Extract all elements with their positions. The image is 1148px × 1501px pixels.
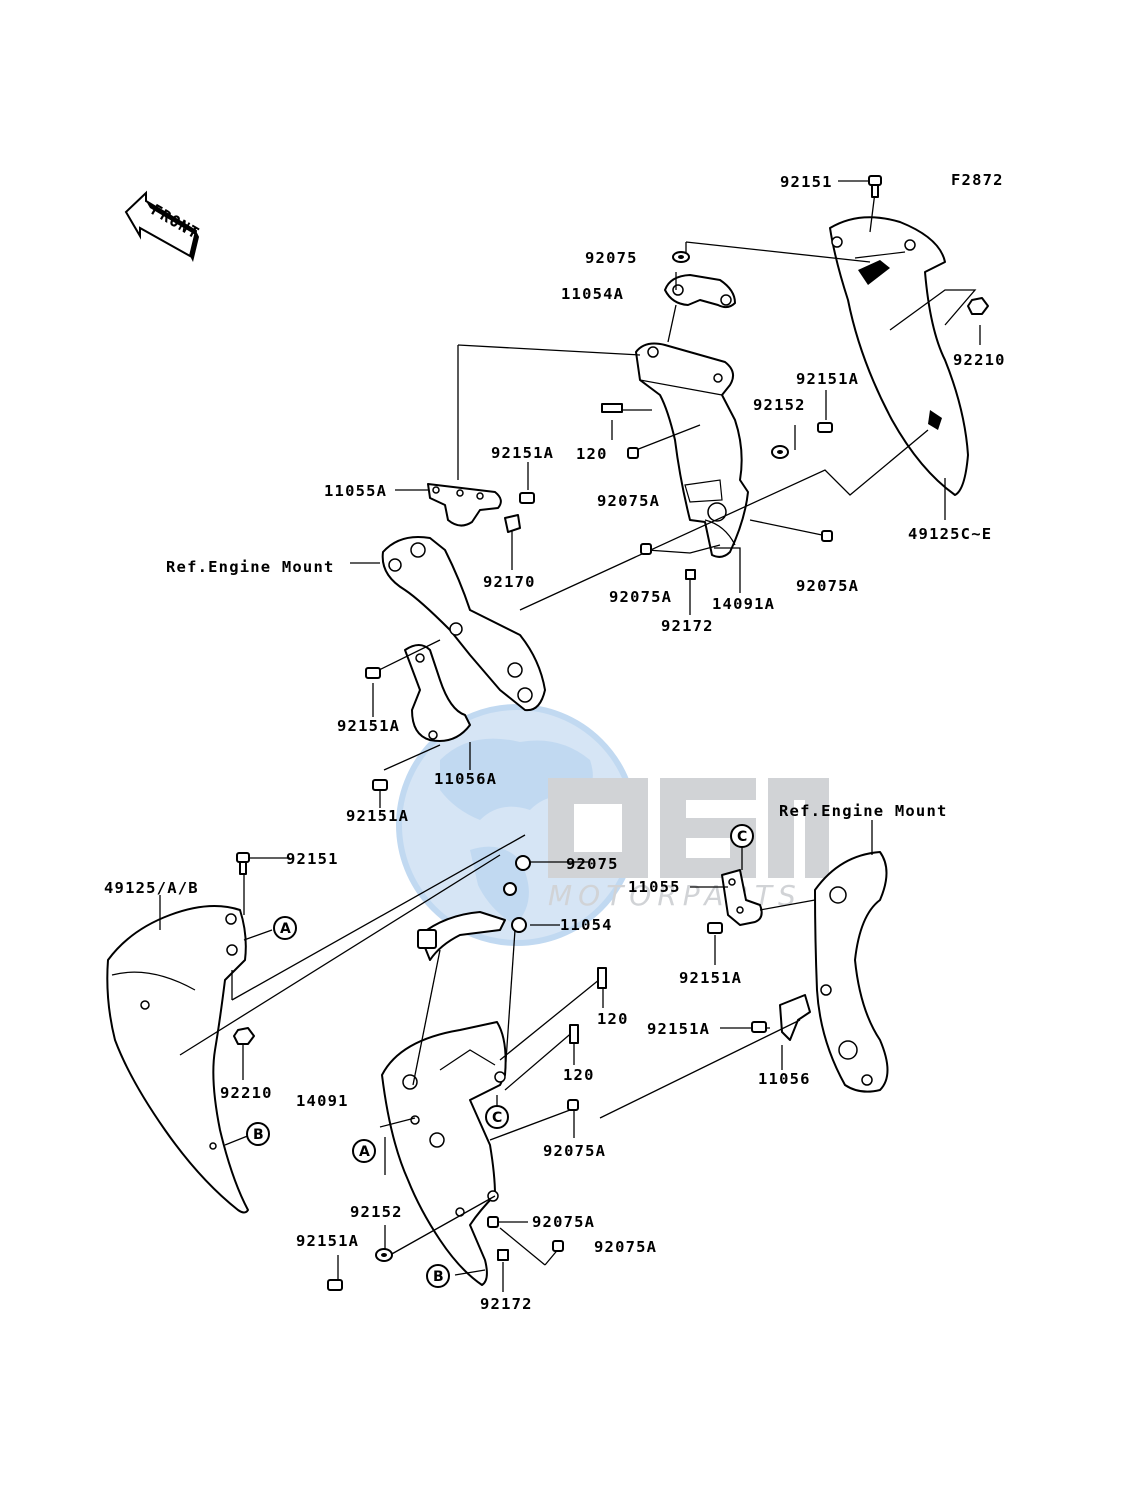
inner-panel-upper bbox=[635, 342, 749, 558]
front-arrow-icon: FRONT bbox=[124, 190, 203, 262]
nut-92210-top-icon bbox=[967, 297, 989, 315]
bracket-11056a bbox=[404, 644, 471, 742]
svg-text:C: C bbox=[492, 1110, 502, 1126]
bolt-92151a-m2-icon bbox=[751, 1021, 767, 1033]
label-92210-top: 92210 bbox=[953, 351, 1006, 369]
bolt-92151a-u-icon bbox=[519, 492, 535, 504]
label-120-m1: 120 bbox=[597, 1010, 629, 1028]
rivet-92075a-e-icon bbox=[487, 1216, 499, 1228]
bolt-92151a-r1-icon bbox=[817, 422, 833, 433]
ref-b-lower: B bbox=[426, 1264, 450, 1288]
svg-text:B: B bbox=[253, 1127, 264, 1143]
ref-c-upper: C bbox=[730, 824, 754, 848]
ref-c-lower: C bbox=[485, 1105, 509, 1129]
label-92151a-m2: 92151A bbox=[647, 1020, 710, 1038]
label-92152-bot: 92152 bbox=[350, 1203, 403, 1221]
watermark: MOTORPARTS bbox=[396, 704, 829, 946]
label-92151a-l1: 92151A bbox=[337, 717, 400, 735]
washer-92152-top-icon bbox=[771, 445, 789, 459]
label-92151a-r1: 92151A bbox=[796, 370, 859, 388]
bracket-11054 bbox=[417, 855, 531, 961]
label-11056: 11056 bbox=[758, 1070, 811, 1088]
bolt-120-m1-icon bbox=[597, 967, 607, 989]
label-14091: 14091 bbox=[296, 1092, 349, 1110]
label-11054a: 11054A bbox=[561, 285, 624, 303]
ref-b-upper: B bbox=[246, 1122, 270, 1146]
label-92075a-a: 92075A bbox=[597, 492, 660, 510]
bolt-120-m2-icon bbox=[569, 1024, 579, 1044]
rivet-92075a-d-icon bbox=[567, 1099, 579, 1111]
bolt-92151-top-icon bbox=[868, 175, 882, 198]
label-11055: 11055 bbox=[628, 878, 681, 896]
bolt-92151a-bot-icon bbox=[327, 1279, 343, 1291]
bolt-92151-bot-icon bbox=[236, 852, 250, 875]
label-92151-bot: 92151 bbox=[286, 850, 339, 868]
rivet-92075a-a-icon bbox=[627, 447, 639, 459]
label-ref-engine-mount-top: Ref.Engine Mount bbox=[166, 558, 335, 576]
label-92172-top: 92172 bbox=[661, 617, 714, 635]
bolt-92151a-l2-icon bbox=[372, 779, 388, 791]
rivet-92075a-c-icon bbox=[821, 530, 833, 542]
fasteners bbox=[233, 175, 989, 1291]
bracket-11056 bbox=[779, 994, 811, 1041]
nut-92210-bot-icon bbox=[233, 1027, 255, 1045]
label-120-m2: 120 bbox=[563, 1066, 595, 1084]
label-92152-top: 92152 bbox=[753, 396, 806, 414]
label-92075a-b: 92075A bbox=[609, 588, 672, 606]
part-labels: F2872 92151 92075 11054A 92210 92151A 92… bbox=[104, 171, 1006, 1313]
ref-a-upper: A bbox=[273, 916, 297, 940]
bolt-92151a-m-icon bbox=[707, 922, 723, 934]
rivet-92075a-f-icon bbox=[552, 1240, 564, 1252]
label-92075a-f: 92075A bbox=[594, 1238, 657, 1256]
stay-11055 bbox=[721, 869, 763, 926]
clip-92172-top-icon bbox=[685, 569, 696, 580]
label-92170: 92170 bbox=[483, 573, 536, 591]
svg-text:A: A bbox=[359, 1144, 370, 1160]
engine-mount-bracket-lower bbox=[814, 851, 889, 1093]
stay-11055a bbox=[427, 483, 502, 527]
label-92075a-e: 92075A bbox=[532, 1213, 595, 1231]
reference-markers: A B C C A B bbox=[246, 824, 754, 1288]
fairing-panel-left bbox=[106, 905, 249, 1214]
label-92075a-c: 92075A bbox=[796, 577, 859, 595]
inner-panel-lower bbox=[381, 1021, 507, 1286]
label-92151a-bot: 92151A bbox=[296, 1232, 359, 1250]
leader-lines bbox=[159, 180, 981, 1292]
label-11056a: 11056A bbox=[434, 770, 497, 788]
figure-code: F2872 bbox=[951, 171, 1004, 189]
label-ref-engine-mount-bottom: Ref.Engine Mount bbox=[779, 802, 948, 820]
label-49125ab: 49125/A/B bbox=[104, 879, 199, 897]
label-11054: 11054 bbox=[560, 916, 613, 934]
clip-92172-bot-icon bbox=[497, 1249, 509, 1261]
label-92075-mid: 92075 bbox=[566, 855, 619, 873]
label-92075a-d: 92075A bbox=[543, 1142, 606, 1160]
bolt-120-top-icon bbox=[601, 403, 623, 413]
engine-mount-bracket-upper bbox=[381, 536, 546, 712]
rivet-92075a-b-icon bbox=[640, 543, 652, 555]
washer-92152-bot-icon bbox=[375, 1248, 393, 1262]
bracket-11054a bbox=[664, 274, 736, 309]
label-14091a: 14091A bbox=[712, 595, 775, 613]
label-92151a-u: 92151A bbox=[491, 444, 554, 462]
label-92151-top: 92151 bbox=[780, 173, 833, 191]
label-92151a-m: 92151A bbox=[679, 969, 742, 987]
label-11055a: 11055A bbox=[324, 482, 387, 500]
ref-a-lower: A bbox=[352, 1139, 376, 1163]
label-92210-bot: 92210 bbox=[220, 1084, 273, 1102]
label-92075-top: 92075 bbox=[585, 249, 638, 267]
label-120-top: 120 bbox=[576, 445, 608, 463]
label-92172-bot: 92172 bbox=[480, 1295, 533, 1313]
washer-92075-top-icon bbox=[672, 251, 690, 263]
bolt-92151a-l1-icon bbox=[365, 667, 381, 679]
fairing-panel-right bbox=[829, 216, 969, 496]
label-92151a-l2: 92151A bbox=[346, 807, 409, 825]
label-49125ce: 49125C~E bbox=[908, 525, 992, 543]
svg-text:B: B bbox=[433, 1269, 444, 1285]
svg-text:C: C bbox=[737, 829, 747, 845]
svg-text:A: A bbox=[280, 921, 291, 937]
clip-92170-icon bbox=[504, 514, 521, 533]
